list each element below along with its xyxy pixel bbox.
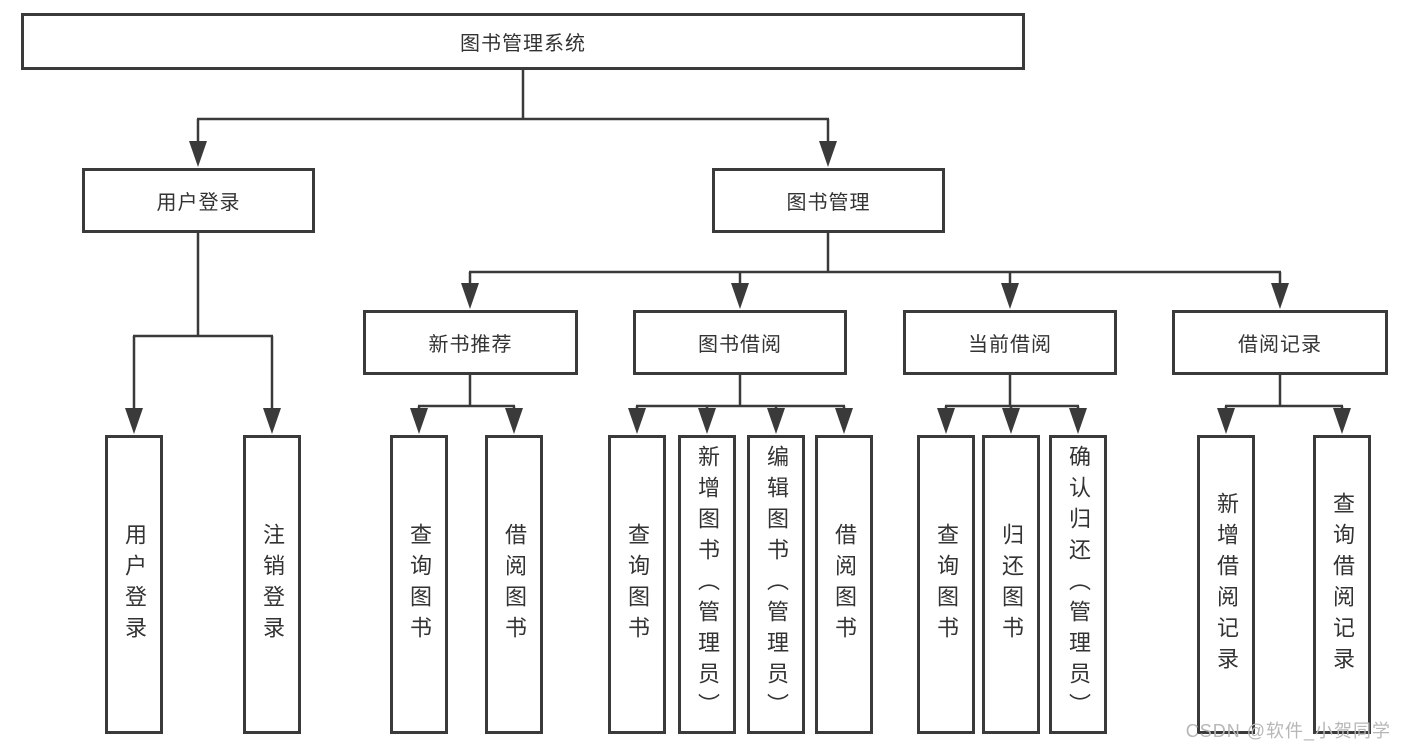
leaf-return-books-label: 归还图书: [999, 522, 1024, 647]
node-new-book-recommendation-label: 新书推荐: [428, 334, 513, 356]
leaf-confirm-return-admin: 确认归还（管理员）: [1049, 435, 1107, 734]
leaf-user-login: 用户登录: [105, 435, 163, 734]
node-book-borrowing-label: 图书借阅: [698, 334, 782, 356]
leaf-borrow-books-borrowing-label: 借阅图书: [832, 522, 857, 647]
node-user-login: 用户登录: [82, 168, 315, 233]
leaf-return-books: 归还图书: [982, 435, 1040, 734]
leaf-add-borrow-record: 新增借阅记录: [1197, 435, 1255, 734]
node-root: 图书管理系统: [21, 13, 1025, 70]
leaf-borrow-books-recommend: 借阅图书: [485, 435, 543, 734]
node-borrowing-records-label: 借阅记录: [1238, 334, 1322, 356]
leaf-edit-books-admin: 编辑图书（管理员）: [747, 435, 805, 734]
node-book-management: 图书管理: [712, 168, 945, 233]
node-current-borrowing: 当前借阅: [903, 310, 1117, 375]
leaf-borrow-books-borrowing: 借阅图书: [815, 435, 873, 734]
leaf-logout-label: 注销登录: [260, 522, 285, 647]
leaf-add-books-admin: 新增图书（管理员）: [678, 435, 736, 734]
leaf-user-login-label: 用户登录: [122, 522, 147, 647]
leaf-query-books-recommend: 查询图书: [390, 435, 448, 734]
leaf-query-books-current: 查询图书: [917, 435, 975, 734]
leaf-query-borrow-record-label: 查询借阅记录: [1330, 491, 1355, 678]
node-borrowing-records: 借阅记录: [1172, 310, 1388, 375]
watermark: CSDN @软件_小贺同学: [1185, 721, 1391, 741]
leaf-query-books-borrowing: 查询图书: [608, 435, 666, 734]
leaf-add-borrow-record-label: 新增借阅记录: [1214, 491, 1239, 678]
leaf-borrow-books-recommend-label: 借阅图书: [502, 522, 527, 647]
node-current-borrowing-label: 当前借阅: [968, 334, 1052, 356]
node-root-label: 图书管理系统: [460, 33, 586, 55]
leaf-edit-books-admin-label: 编辑图书（管理员）: [764, 445, 789, 724]
leaf-add-books-admin-label: 新增图书（管理员）: [695, 445, 720, 724]
node-user-login-label: 用户登录: [156, 192, 241, 214]
leaf-query-books-recommend-label: 查询图书: [407, 522, 432, 647]
node-book-borrowing: 图书借阅: [633, 310, 847, 375]
leaf-query-books-borrowing-label: 查询图书: [625, 522, 650, 647]
leaf-query-borrow-record: 查询借阅记录: [1313, 435, 1371, 734]
node-book-management-label: 图书管理: [786, 192, 871, 214]
node-new-book-recommendation: 新书推荐: [363, 310, 578, 375]
leaf-logout: 注销登录: [243, 435, 301, 734]
leaf-confirm-return-admin-label: 确认归还（管理员）: [1066, 445, 1091, 724]
leaf-query-books-current-label: 查询图书: [934, 522, 959, 647]
